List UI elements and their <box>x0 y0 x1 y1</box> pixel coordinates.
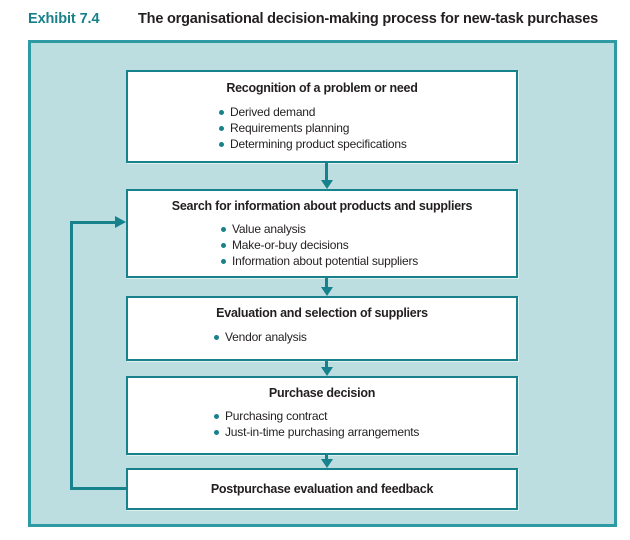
bullet-item: Requirements planning <box>218 120 516 136</box>
exhibit-title: The organisational decision-making proce… <box>138 11 598 27</box>
process-box-title: Evaluation and selection of suppliers <box>216 306 428 320</box>
process-box-search: Search for information about products an… <box>126 189 518 278</box>
bullet-item: Value analysis <box>220 221 516 237</box>
arrow-down-icon-purchase-to-postpurchase <box>320 455 333 468</box>
arrow-right-icon-feedback-loop <box>115 216 126 228</box>
feedback-loop-top-segment <box>70 221 118 224</box>
arrow-down-icon-evaluation-to-purchase <box>320 361 333 376</box>
feedback-loop-vertical-segment <box>70 221 73 490</box>
process-box-title: Search for information about products an… <box>171 199 473 213</box>
bullet-item: Just-in-time purchasing arrangements <box>213 424 516 440</box>
bullet-item: Purchasing contract <box>213 408 516 424</box>
feedback-loop-bottom-segment <box>70 487 128 490</box>
bullet-list: Purchasing contract Just-in-time purchas… <box>213 408 516 440</box>
process-box-title: Recognition of a problem or need <box>226 81 418 95</box>
arrow-down-icon-recognition-to-search <box>320 163 333 189</box>
bullet-item: Make-or-buy decisions <box>220 237 516 253</box>
bullet-list: Derived demand Requirements planning Det… <box>218 104 516 152</box>
bullet-item: Derived demand <box>218 104 516 120</box>
arrow-down-icon-search-to-evaluation <box>320 278 333 296</box>
process-box-title: Postpurchase evaluation and feedback <box>210 482 434 496</box>
exhibit-header: Exhibit 7.4 The organisational decision-… <box>0 0 630 40</box>
exhibit-number-label: Exhibit 7.4 <box>28 11 100 27</box>
process-box-purchase: Purchase decision Purchasing contract Ju… <box>126 376 518 455</box>
bullet-list: Vendor analysis <box>213 329 516 345</box>
diagram-panel: Recognition of a problem or need Derived… <box>28 40 617 527</box>
process-box-evaluation: Evaluation and selection of suppliers Ve… <box>126 296 518 361</box>
process-box-recognition: Recognition of a problem or need Derived… <box>126 70 518 163</box>
process-box-postpurchase: Postpurchase evaluation and feedback <box>126 468 518 510</box>
process-box-title: Purchase decision <box>268 386 376 400</box>
bullet-item: Information about potential suppliers <box>220 253 516 269</box>
bullet-list: Value analysis Make-or-buy decisions Inf… <box>220 221 516 269</box>
bullet-item: Determining product specifications <box>218 136 516 152</box>
bullet-item: Vendor analysis <box>213 329 516 345</box>
